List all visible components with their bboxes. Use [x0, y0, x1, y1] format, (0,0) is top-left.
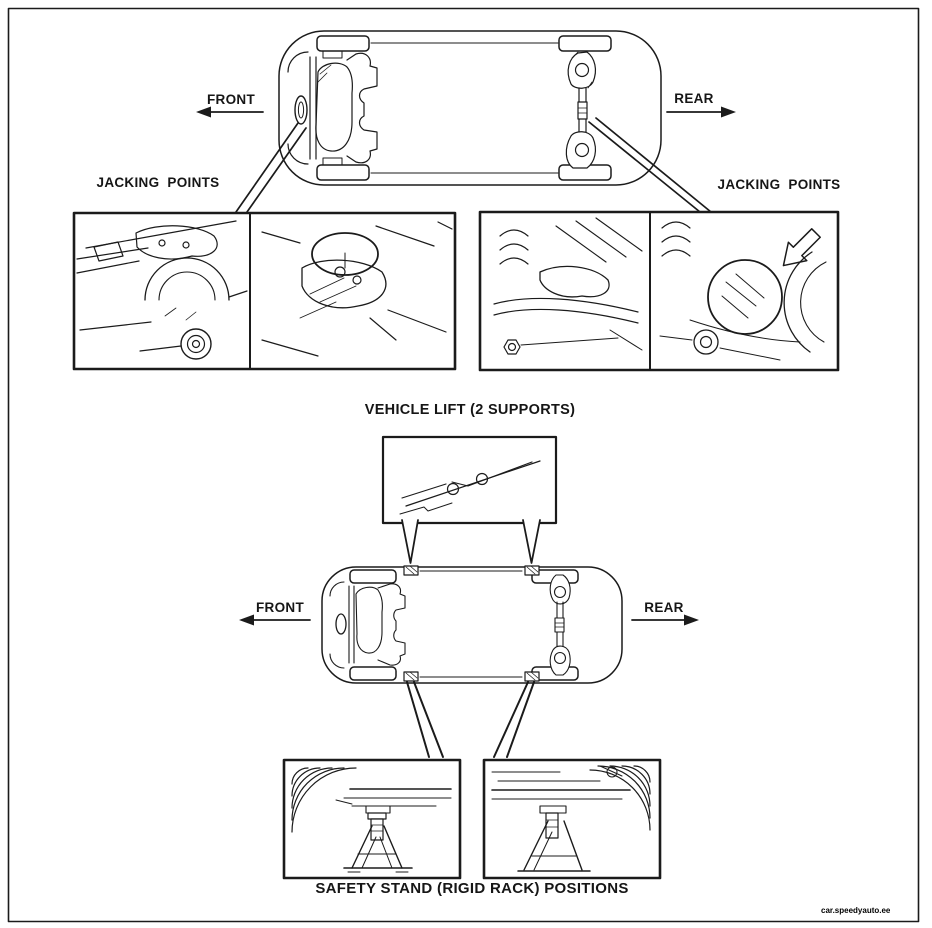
safety-stand-caption: SAFETY STAND (RIGID RACK) POSITIONS [315, 880, 629, 897]
callout-tail-left [401, 519, 419, 564]
page-frame [7, 7, 920, 923]
front-direction-arrow-icon [239, 614, 311, 626]
vehicle-lift-title: VEHICLE LIFT (2 SUPPORTS) [364, 402, 576, 418]
front-jack-photo-sketch [76, 220, 248, 360]
rear-direction-arrow-icon [666, 106, 736, 118]
pointer-safety-left [406, 681, 444, 758]
circle-callout-icon [311, 232, 379, 276]
pointer-front-jack [235, 122, 307, 213]
pointer-safety-right [493, 681, 535, 758]
lift-callout-box [381, 435, 558, 564]
jacking-points-label-right: JACKING POINTS [717, 177, 841, 192]
jacking-photos-right [478, 210, 840, 372]
circle-callout-icon [707, 259, 783, 335]
safety-stand-left-sketch [291, 767, 452, 873]
front-subframe-small [329, 581, 406, 669]
pointer-rear-jack [588, 117, 712, 213]
rear-label-bottom: REAR [644, 600, 684, 615]
safety-stand-box-left [282, 758, 462, 880]
lift-pads [403, 565, 540, 682]
callout-tail-right [522, 519, 541, 564]
front-label-top: FRONT [207, 92, 255, 107]
rear-suspension-photo-sketch [493, 217, 643, 355]
front-jack-point [294, 95, 308, 125]
jacking-points-label-left: JACKING POINTS [96, 175, 220, 190]
rear-label-top: REAR [674, 91, 714, 106]
rear-direction-arrow-icon [631, 614, 699, 626]
outline-arrow-down-left-icon [782, 228, 821, 267]
rear-axle [565, 51, 597, 169]
rear-axle-small [549, 574, 571, 676]
front-jack-point-photo-sketch [261, 221, 453, 357]
safety-stand-box-right [482, 758, 662, 880]
watermark-text: car.speedyauto.ee [821, 906, 891, 915]
front-label-bottom: FRONT [256, 600, 304, 615]
rear-jack-point [577, 101, 588, 120]
lift-pad-detail-sketch [399, 460, 541, 515]
jacking-photos-left [72, 211, 457, 371]
safety-stand-right-sketch [491, 765, 651, 872]
front-subframe [287, 51, 378, 165]
front-direction-arrow-icon [196, 106, 264, 118]
lower-underbody-view [239, 565, 699, 758]
top-underbody-view [196, 30, 736, 213]
rear-jack-point-photo-sketch [659, 221, 827, 361]
